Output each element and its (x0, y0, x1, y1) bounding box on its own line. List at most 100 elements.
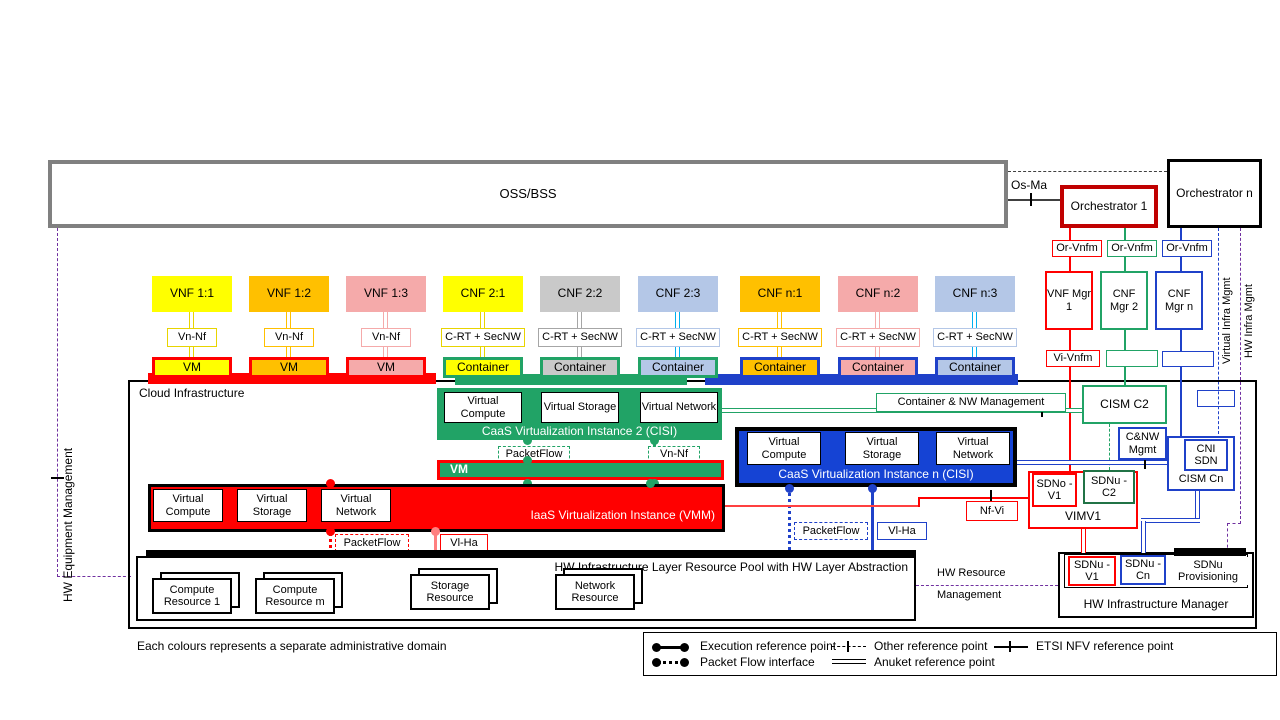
vl-ha-line-red (434, 532, 437, 556)
vn-nf-label: Vn-Nf (264, 328, 314, 347)
exec-dot (523, 456, 532, 465)
vnf-box: VNF 1:3 (346, 276, 426, 312)
exec-dot (431, 527, 440, 536)
caasn-virtual-storage: Virtual Storage (845, 432, 919, 465)
caas2-virtual-storage: Virtual Storage (541, 392, 619, 423)
iaas-virtual-network: Virtual Network (321, 489, 391, 522)
other-ref-line-ossbss-orchn (1008, 171, 1167, 172)
execution-ref-symbol (656, 646, 686, 649)
packetflow-label-red: PacketFlow (335, 534, 409, 552)
hw-infra-mgmt-label: HW Infra Mgmt (1243, 284, 1255, 358)
cnf-mgr-2-box: CNF Mgr 2 (1100, 271, 1148, 330)
caas2-virtual-compute: Virtual Compute (444, 392, 522, 423)
or-vnfm-label-green: Or-Vnfm (1107, 240, 1157, 257)
caas2-virtual-network: Virtual Network (640, 392, 718, 423)
exec-dot (650, 436, 659, 445)
exec-dot (523, 479, 532, 488)
hw-equipment-mgmt-label: HW Equipment Management (61, 447, 75, 602)
hw-equipment-mgmt-rail (57, 228, 58, 577)
vi-vnfm-empty-blue (1162, 351, 1214, 367)
container-box: Container (838, 357, 918, 378)
c-rt-secnw-label: C-RT + SecNW (933, 328, 1017, 347)
vm-box: VM (152, 357, 232, 378)
orchestrator-1-box: Orchestrator 1 (1060, 185, 1158, 228)
vi-vnfm-empty-green (1106, 350, 1158, 367)
packet-dot (326, 479, 335, 488)
cnf-box: CNF 2:3 (638, 276, 718, 312)
virtual-infra-mgmt-label: Virtual Infra Mgmt (1221, 277, 1233, 364)
vim-label: VIMV1 (1064, 509, 1101, 523)
exec-dot (868, 484, 877, 493)
execution-ref-dot (652, 643, 661, 652)
container-box: Container (740, 357, 820, 378)
sdnu-c2-box: SDNu -C2 (1083, 470, 1135, 504)
vim-sdnu-v1-connector (1081, 529, 1086, 553)
etsi-ref-symbol (994, 646, 1028, 648)
vm-layer-label: VM (450, 462, 468, 476)
c-rt-secnw-label: C-RT + SecNW (538, 328, 622, 347)
legend-anuket-label: Anuket reference point (874, 655, 995, 669)
hw-resource-mgmt-label-2: Management (937, 589, 1002, 601)
caasn-title: CaaS Virtualization Instance n (CISI) (778, 467, 974, 481)
vm-layer-bar (437, 460, 724, 480)
cnf-box: CNF n:2 (838, 276, 918, 312)
cismcn-sdnu-cn-connector-3 (1141, 521, 1146, 553)
other-ref-tick (847, 641, 849, 652)
network-resource-box: Network Resource (555, 574, 635, 610)
vi-vnfm-label: Vi-Vnfm (1046, 350, 1100, 367)
cnf-box: CNF n:3 (935, 276, 1015, 312)
caasn-virtual-compute: Virtual Compute (747, 432, 821, 465)
hw-abstraction-bar (146, 550, 916, 558)
legend-other-label: Other reference point (874, 639, 988, 653)
nf-vi-label: Nf-Vi (966, 501, 1018, 521)
cloud-infrastructure-box (128, 380, 1257, 629)
sdnu-provisioning-label: SDNu Provisioning (1168, 557, 1248, 585)
oss-bss-box: OSS/BSS (48, 160, 1008, 228)
iaas-title: IaaS Virtualization Instance (VMM) (530, 508, 715, 522)
hw-resource-mgmt-label-1: HW Resource (937, 567, 1006, 579)
cism-c2-box: CISM C2 (1082, 385, 1167, 424)
container-box: Container (540, 357, 620, 378)
or-vnfm-label-blue: Or-Vnfm (1162, 240, 1212, 257)
legend-packet-flow-label: Packet Flow interface (700, 655, 815, 669)
sdnu-v1-box: SDNu -V1 (1068, 556, 1116, 586)
packet-dot (326, 527, 335, 536)
vl-ha-label-blue: Vl-Ha (877, 522, 927, 540)
os-ma-label: Os-Ma (1011, 178, 1047, 192)
nf-vi-line-1 (725, 505, 920, 507)
anuket-line-blue (1017, 460, 1168, 465)
vnf-box: VNF 1:2 (249, 276, 329, 312)
cism-cn-label: CISM Cn (1178, 473, 1224, 485)
other-ref-symbol (832, 646, 866, 647)
virtual-infra-mgmt-rail (1218, 228, 1219, 439)
container-box: Container (935, 357, 1015, 378)
legend-etsi-label: ETSI NFV reference point (1036, 639, 1174, 653)
container-nw-mgmt-label: Container & NW Management (876, 393, 1066, 412)
c-rt-secnw-label: C-RT + SecNW (636, 328, 720, 347)
vl-ha-label-red: Vl-Ha (440, 534, 488, 552)
os-ma-line (1008, 199, 1060, 201)
packet-dot (785, 484, 794, 493)
packetflow-line-red (329, 532, 332, 556)
compute-resource-1-box: Compute Resource 1 (152, 578, 232, 614)
packet-flow-dot (680, 658, 689, 667)
c-rt-secnw-label: C-RT + SecNW (738, 328, 822, 347)
iaas-virtual-compute: Virtual Compute (153, 489, 223, 522)
packetflow-label-blue: PacketFlow (794, 522, 868, 540)
vm-box: VM (249, 357, 329, 378)
hw-infra-manager-label: HW Infrastructure Manager (1083, 597, 1229, 611)
cismcn-sdnu-cn-connector-1 (1195, 491, 1200, 521)
hw-equipment-mgmt-rail-bottom (57, 576, 131, 577)
vn-nf-label: Vn-Nf (167, 328, 217, 347)
anuket-ref-symbol (832, 659, 866, 664)
hw-resource-mgmt-line (916, 585, 1058, 586)
packetflow-line-blue (788, 487, 791, 556)
vnf-mgr-1-box: VNF Mgr 1 (1045, 271, 1093, 330)
sdnu-cn-box: SDNu -Cn (1120, 555, 1166, 585)
cism-c2-sdnu-c2-dashed-line (1109, 424, 1110, 470)
nf-vi-line-2 (918, 497, 920, 507)
cnf-box: CNF 2:1 (443, 276, 523, 312)
iaas-virtual-storage: Virtual Storage (237, 489, 307, 522)
sdno-v1-box: SDNo -V1 (1032, 473, 1077, 507)
